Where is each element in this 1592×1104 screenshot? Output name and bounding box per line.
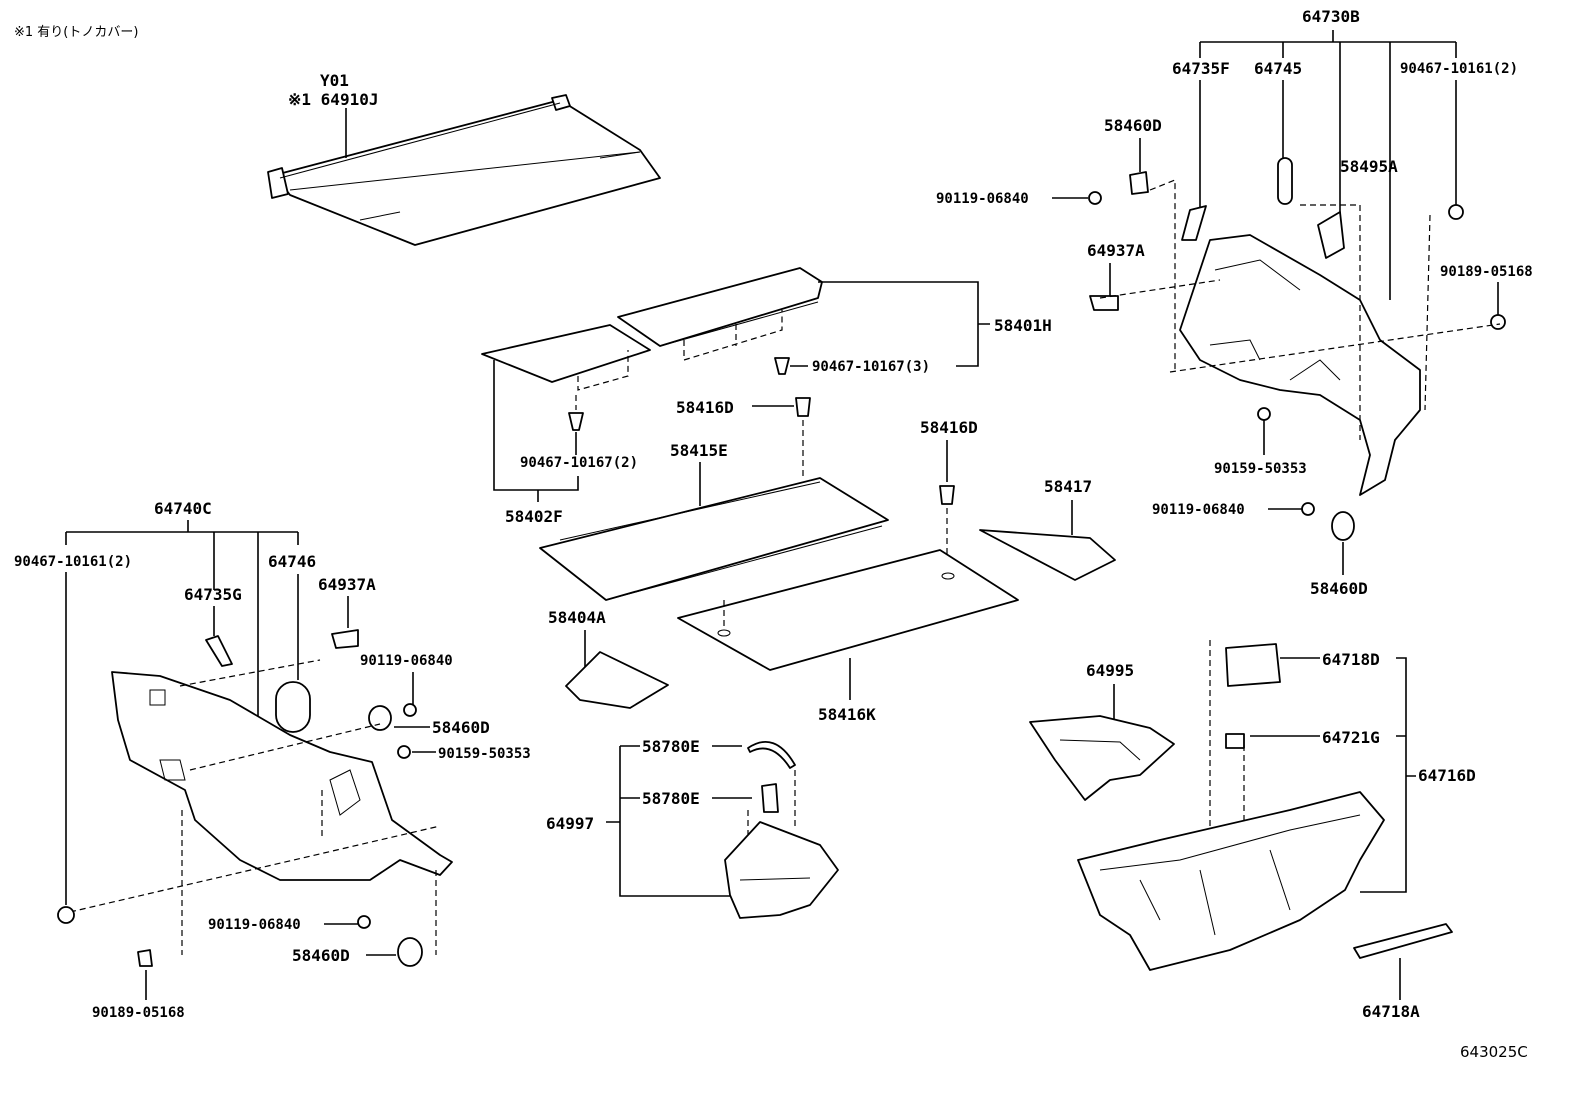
strap-58780E-a[interactable] (747, 740, 796, 769)
floor-board-58416K[interactable] (677, 549, 1019, 671)
quarter-trim-64730B[interactable] (1179, 234, 1421, 496)
pad-64745[interactable] (1277, 157, 1293, 205)
label-90159-50353-right: 90159-50353 (1214, 461, 1307, 477)
label-64730B: 64730B (1302, 7, 1360, 26)
grommet-58460D-left[interactable] (368, 705, 392, 731)
tonneau-cover-part[interactable] (267, 94, 661, 246)
clip-64937A-left[interactable] (331, 629, 359, 649)
quarter-trim-64740C[interactable] (111, 671, 453, 881)
label-58780E-a: 58780E (642, 737, 700, 756)
label-90467-10161-right: 90467-10161(2) (1400, 61, 1518, 77)
grommet-58460D-bottom-left[interactable] (397, 937, 423, 967)
clip-58416D-a[interactable] (795, 397, 811, 417)
pad-64735G[interactable] (205, 635, 233, 667)
clip-58416D-b[interactable] (939, 485, 955, 505)
screw-90119-06840-right2[interactable] (1301, 502, 1315, 516)
clip-90467-10161-right[interactable] (1448, 204, 1464, 220)
label-90467-10167-2: 90467-10167(2) (520, 455, 638, 471)
label-58460D-top: 58460D (1104, 116, 1162, 135)
pad-64718A[interactable] (1353, 923, 1453, 959)
label-64995: 64995 (1086, 661, 1134, 680)
label-58402F: 58402F (505, 507, 563, 526)
label-58780E-b: 58780E (642, 789, 700, 808)
clip-64721G[interactable] (1225, 733, 1245, 749)
label-64937A-right: 64937A (1087, 241, 1145, 260)
clip-90467-10167-2[interactable] (568, 412, 584, 431)
label-58416K: 58416K (818, 705, 876, 724)
label-90119-06840-left: 90119-06840 (360, 653, 453, 669)
label-64735G: 64735G (184, 585, 242, 604)
trim-58417[interactable] (979, 529, 1116, 581)
screw-90119-06840-top[interactable] (1088, 191, 1102, 205)
bracket-58495A[interactable] (1317, 211, 1345, 259)
tray-64995[interactable] (1029, 715, 1175, 801)
screw-90159-50353-left[interactable] (397, 745, 411, 759)
diagram-id: 643025C (1460, 1043, 1528, 1061)
label-58460D-right2: 58460D (1310, 579, 1368, 598)
label-64735F: 64735F (1172, 59, 1230, 78)
label-64746: 64746 (268, 552, 316, 571)
label-58401H: 58401H (994, 316, 1052, 335)
label-64718A: 64718A (1362, 1002, 1420, 1021)
deck-board-58401H[interactable] (617, 267, 823, 347)
label-90189-05168-left: 90189-05168 (92, 1005, 185, 1021)
label-90467-10161-left: 90467-10161(2) (14, 554, 132, 570)
header-note: ※1 有り(トノカバー) (14, 25, 138, 40)
label-tonneau-code: Y01 (320, 71, 349, 90)
label-64745: 64745 (1254, 59, 1302, 78)
label-58415E: 58415E (670, 441, 728, 460)
label-64740C: 64740C (154, 499, 212, 518)
strap-58780E-b[interactable] (761, 783, 779, 813)
label-90159-50353-left: 90159-50353 (438, 746, 531, 762)
label-90119-06840-top: 90119-06840 (936, 191, 1029, 207)
trim-58404A[interactable] (565, 651, 669, 709)
clip-58460D-top[interactable] (1129, 171, 1149, 195)
deck-board-58402F[interactable] (481, 324, 651, 383)
grommet-58460D-right2[interactable] (1331, 511, 1355, 541)
screw-90119-06840-left[interactable] (403, 703, 417, 717)
pad-64718D[interactable] (1225, 643, 1281, 687)
clip-64937A-right[interactable] (1089, 295, 1119, 311)
label-58404A: 58404A (548, 608, 606, 627)
label-tonneau-part: ※1 64910J (288, 90, 378, 109)
clip-90467-10161-left[interactable] (57, 906, 75, 924)
label-58416D-b: 58416D (920, 418, 978, 437)
label-58416D-a: 58416D (676, 398, 734, 417)
label-58495A: 58495A (1340, 157, 1398, 176)
label-64716D: 64716D (1418, 766, 1476, 785)
label-90119-06840-bottom-left: 90119-06840 (208, 917, 301, 933)
jack-tray-64997[interactable] (724, 821, 839, 919)
screw-90159-50353-right[interactable] (1257, 407, 1271, 421)
pad-64746[interactable] (275, 681, 311, 733)
screw-90119-06840-bottom-left[interactable] (357, 915, 371, 929)
deck-panel-58415E[interactable] (539, 477, 889, 601)
label-64718D: 64718D (1322, 650, 1380, 669)
luggage-box-64716D[interactable] (1077, 791, 1385, 971)
label-64721G: 64721G (1322, 728, 1380, 747)
label-90467-10167-3: 90467-10167(3) (812, 359, 930, 375)
label-58460D-bottom-left: 58460D (292, 946, 350, 965)
label-64997: 64997 (546, 814, 594, 833)
label-90119-06840-right2: 90119-06840 (1152, 502, 1245, 518)
clip-90189-05168-right[interactable] (1490, 314, 1506, 330)
label-58417: 58417 (1044, 477, 1092, 496)
label-90189-05168-right: 90189-05168 (1440, 264, 1533, 280)
label-64937A-left: 64937A (318, 575, 376, 594)
clip-90189-05168-left[interactable] (137, 949, 153, 967)
clip-90467-10167-3[interactable] (774, 357, 790, 375)
label-58460D-left: 58460D (432, 718, 490, 737)
pad-64735F[interactable] (1181, 205, 1207, 241)
